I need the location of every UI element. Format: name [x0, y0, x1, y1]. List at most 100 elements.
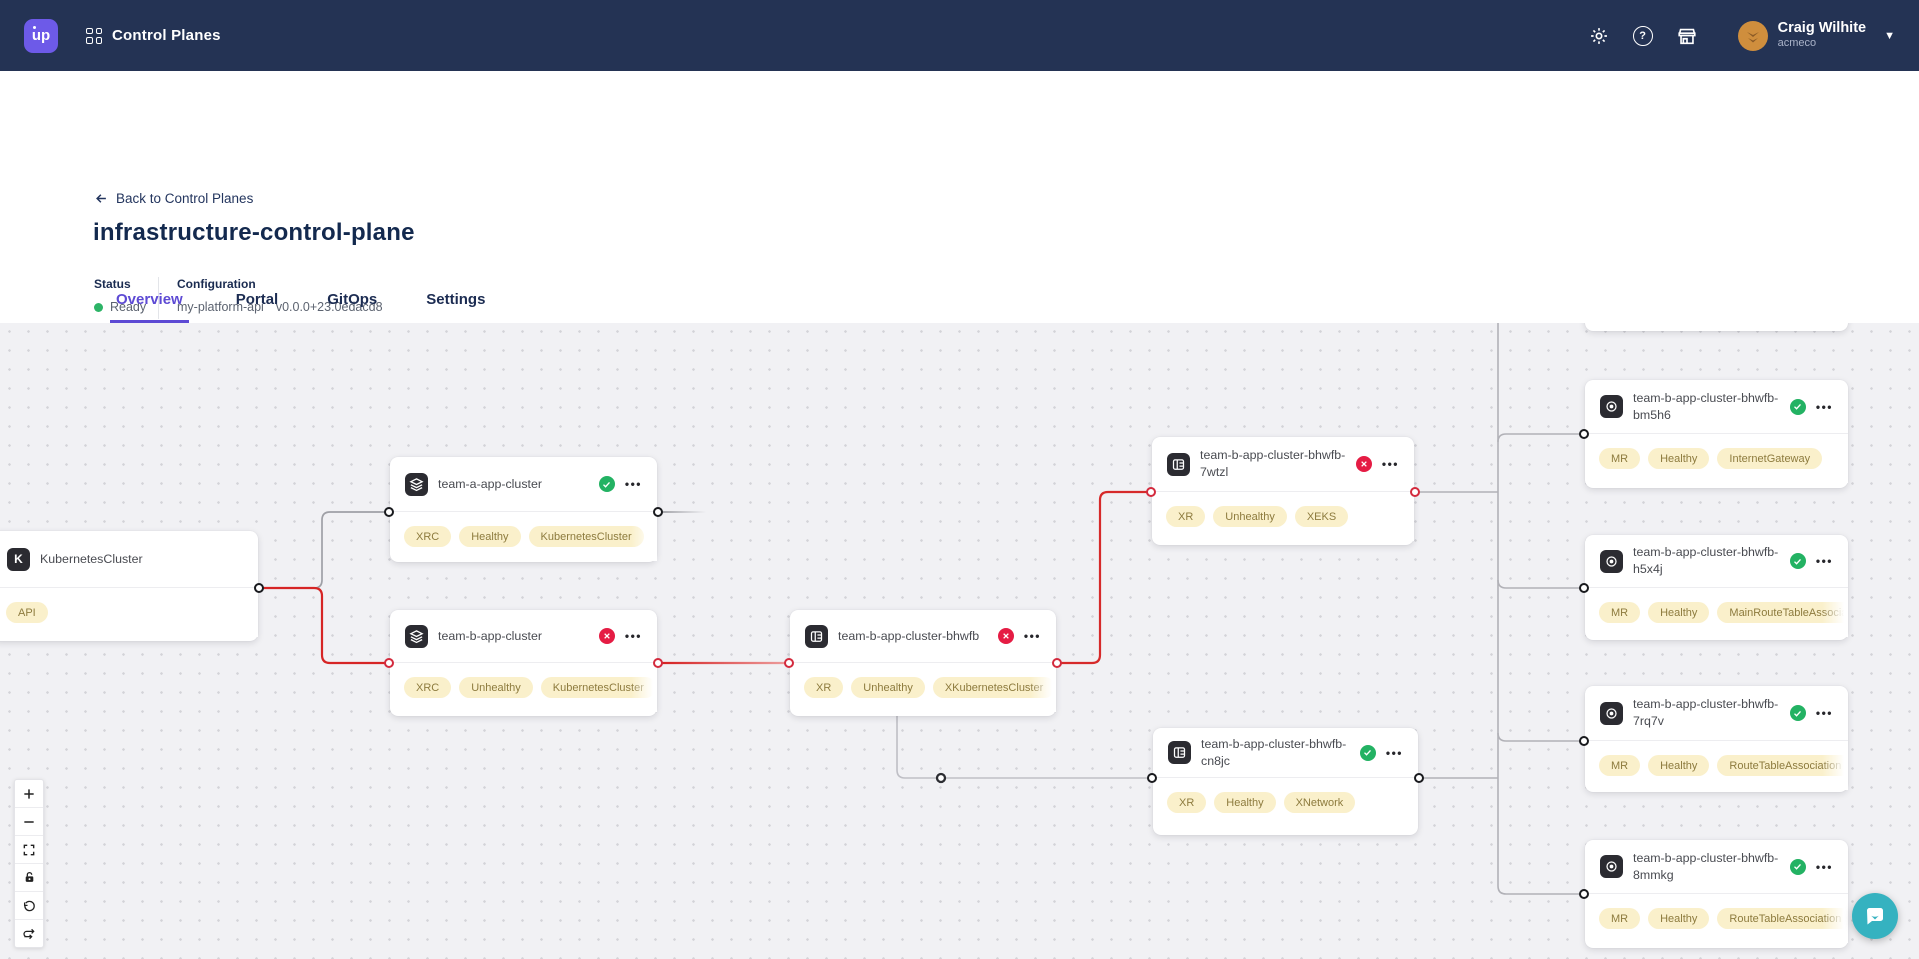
target-handle[interactable] [1146, 487, 1156, 497]
node-team-b-app-cluster-bhwfb-7rq7v[interactable]: team-b-app-cluster-bhwfb-7rq7v ••• MR He… [1579, 686, 1848, 792]
node-menu-button[interactable]: ••• [1381, 457, 1399, 471]
target-handle[interactable] [384, 507, 394, 517]
healthy-status-icon [1789, 553, 1806, 569]
zoom-in-button[interactable] [15, 780, 43, 808]
fit-view-button[interactable] [15, 836, 43, 864]
tag-pill: Healthy [459, 526, 521, 547]
tag-pill: XNetwork [1283, 792, 1356, 813]
target-handle[interactable] [1579, 429, 1589, 439]
refresh-button[interactable] [15, 920, 43, 947]
tag-pill: XKubernetesCluster [932, 677, 1056, 698]
node-team-b-app-cluster-bhwfb-8mmkg[interactable]: team-b-app-cluster-bhwfb-8mmkg ••• MR He… [1579, 840, 1848, 948]
node-menu-button[interactable]: ••• [624, 629, 642, 643]
tag-pill: XRC [404, 526, 452, 547]
page-title: infrastructure-control-plane [93, 219, 415, 246]
target-handle[interactable] [784, 658, 794, 668]
status-ready-dot [94, 302, 103, 312]
chat-bubble-icon [1867, 908, 1883, 925]
tag-pill: MR [1599, 908, 1641, 929]
node-menu-button[interactable]: ••• [1815, 706, 1833, 720]
source-handle[interactable] [1052, 658, 1062, 668]
source-handle[interactable] [653, 507, 663, 517]
user-menu[interactable]: Craig Wilhite acmeco ▼ [1737, 20, 1895, 51]
managed-resource-icon [1600, 549, 1623, 573]
node-team-b-app-cluster-bhwfb[interactable]: team-b-app-cluster-bhwfb ••• XR Unhealth… [784, 610, 1062, 716]
node-title: team-b-app-cluster-bhwfb-bm5h6 [1633, 390, 1779, 422]
status-value: Ready [110, 300, 147, 314]
marketplace-icon[interactable] [1676, 25, 1698, 47]
node-title: team-b-app-cluster-bhwfb-7wtzl [1200, 448, 1346, 479]
edge-anchor-dot [935, 772, 947, 784]
source-handle[interactable] [1410, 487, 1420, 497]
node-team-b-app-cluster-bhwfb-cn8jc[interactable]: team-b-app-cluster-bhwfb-cn8jc ••• XR He… [1147, 728, 1424, 835]
node-title: team-b-app-cluster-bhwfb-cn8jc [1201, 736, 1347, 768]
node-kubernetescluster[interactable]: K KubernetesCluster API [0, 531, 264, 641]
node-title: team-b-app-cluster-bhwfb [838, 628, 980, 643]
node-menu-button[interactable]: ••• [1815, 859, 1833, 874]
source-handle[interactable] [254, 583, 264, 593]
tag-pill: Unhealthy [1213, 506, 1287, 527]
target-handle[interactable] [384, 658, 394, 668]
configuration-label: Configuration [177, 277, 256, 291]
tag-pill: InternetGateway [1717, 448, 1823, 469]
back-link[interactable]: Back to Control Planes [94, 191, 253, 206]
help-icon[interactable]: ? [1632, 25, 1654, 47]
tag-pill: Healthy [1648, 602, 1710, 623]
healthy-status-icon [598, 476, 615, 492]
tag-pill: XR [1166, 506, 1206, 527]
node-team-b-app-cluster[interactable]: team-b-app-cluster ••• XRC Unhealthy Kub… [384, 610, 663, 716]
meta-divider [158, 277, 159, 319]
graph-node-partial[interactable] [1585, 322, 1848, 331]
source-handle[interactable] [1414, 773, 1424, 783]
tag-pill: XEKS [1294, 506, 1349, 527]
composite-resource-icon [1168, 741, 1191, 764]
node-team-a-app-cluster[interactable]: team-a-app-cluster ••• XRC Healthy Kuber… [384, 457, 663, 562]
unhealthy-status-icon [1355, 456, 1372, 472]
status-label: Status [94, 277, 131, 291]
node-title: team-b-app-cluster-bhwfb-7rq7v [1633, 697, 1779, 728]
target-handle[interactable] [1579, 889, 1589, 899]
target-handle[interactable] [1579, 583, 1589, 593]
composite-resource-icon [805, 624, 828, 648]
tab-gitops[interactable]: GitOps [327, 291, 378, 308]
tab-settings[interactable]: Settings [426, 291, 486, 308]
source-handle[interactable] [653, 658, 663, 668]
node-team-b-app-cluster-bhwfb-bm5h6[interactable]: team-b-app-cluster-bhwfb-bm5h6 ••• MR He… [1579, 380, 1848, 488]
node-title: team-b-app-cluster-bhwfb-8mmkg [1633, 850, 1779, 882]
node-title: KubernetesCluster [40, 551, 143, 566]
zoom-out-button[interactable] [15, 808, 43, 836]
tab-overview[interactable]: Overview [110, 291, 189, 323]
arrow-left-icon [96, 194, 106, 203]
healthy-status-icon [1789, 705, 1806, 721]
chevron-down-icon: ▼ [1884, 29, 1895, 42]
tag-pill: RouteTableAssociation [1717, 908, 1848, 929]
tag-pill: MainRouteTableAssociation [1717, 602, 1848, 623]
rotate-ccw-button[interactable] [15, 892, 43, 920]
node-menu-button[interactable]: ••• [1815, 399, 1833, 414]
upbound-logo[interactable]: up [24, 18, 58, 53]
node-title: team-b-app-cluster-bhwfb-h5x4j [1633, 545, 1779, 576]
node-menu-button[interactable]: ••• [1815, 554, 1833, 568]
tag-pill: XR [1167, 792, 1207, 813]
settings-gear-icon[interactable] [1588, 25, 1610, 47]
node-team-b-app-cluster-bhwfb-7wtzl[interactable]: team-b-app-cluster-bhwfb-7wtzl ••• XR Un… [1146, 437, 1420, 545]
kubernetes-cluster-icon: K [7, 547, 30, 571]
tag-pill: Healthy [1648, 908, 1710, 929]
node-menu-button[interactable]: ••• [624, 477, 642, 491]
page-header: Back to Control Planes infrastructure-co… [0, 71, 1919, 323]
tag-pill: Healthy [1214, 792, 1276, 813]
configuration-name[interactable]: my-platform-api [177, 300, 264, 314]
healthy-status-icon [1359, 744, 1376, 761]
tab-portal[interactable]: Portal [235, 291, 279, 308]
target-handle[interactable] [1147, 773, 1157, 783]
chat-launcher-button[interactable] [1852, 893, 1898, 939]
healthy-status-icon [1789, 398, 1806, 415]
node-team-b-app-cluster-bhwfb-h5x4j[interactable]: team-b-app-cluster-bhwfb-h5x4j ••• MR He… [1579, 535, 1848, 640]
tag-pill: MR [1599, 448, 1641, 469]
target-handle[interactable] [1579, 736, 1589, 746]
lock-button[interactable] [15, 864, 43, 892]
node-menu-button[interactable]: ••• [1385, 745, 1403, 760]
node-title: team-b-app-cluster [438, 628, 542, 643]
resource-graph-canvas[interactable]: K KubernetesCluster API team-a-app-clust… [0, 322, 1919, 959]
node-menu-button[interactable]: ••• [1023, 629, 1041, 643]
